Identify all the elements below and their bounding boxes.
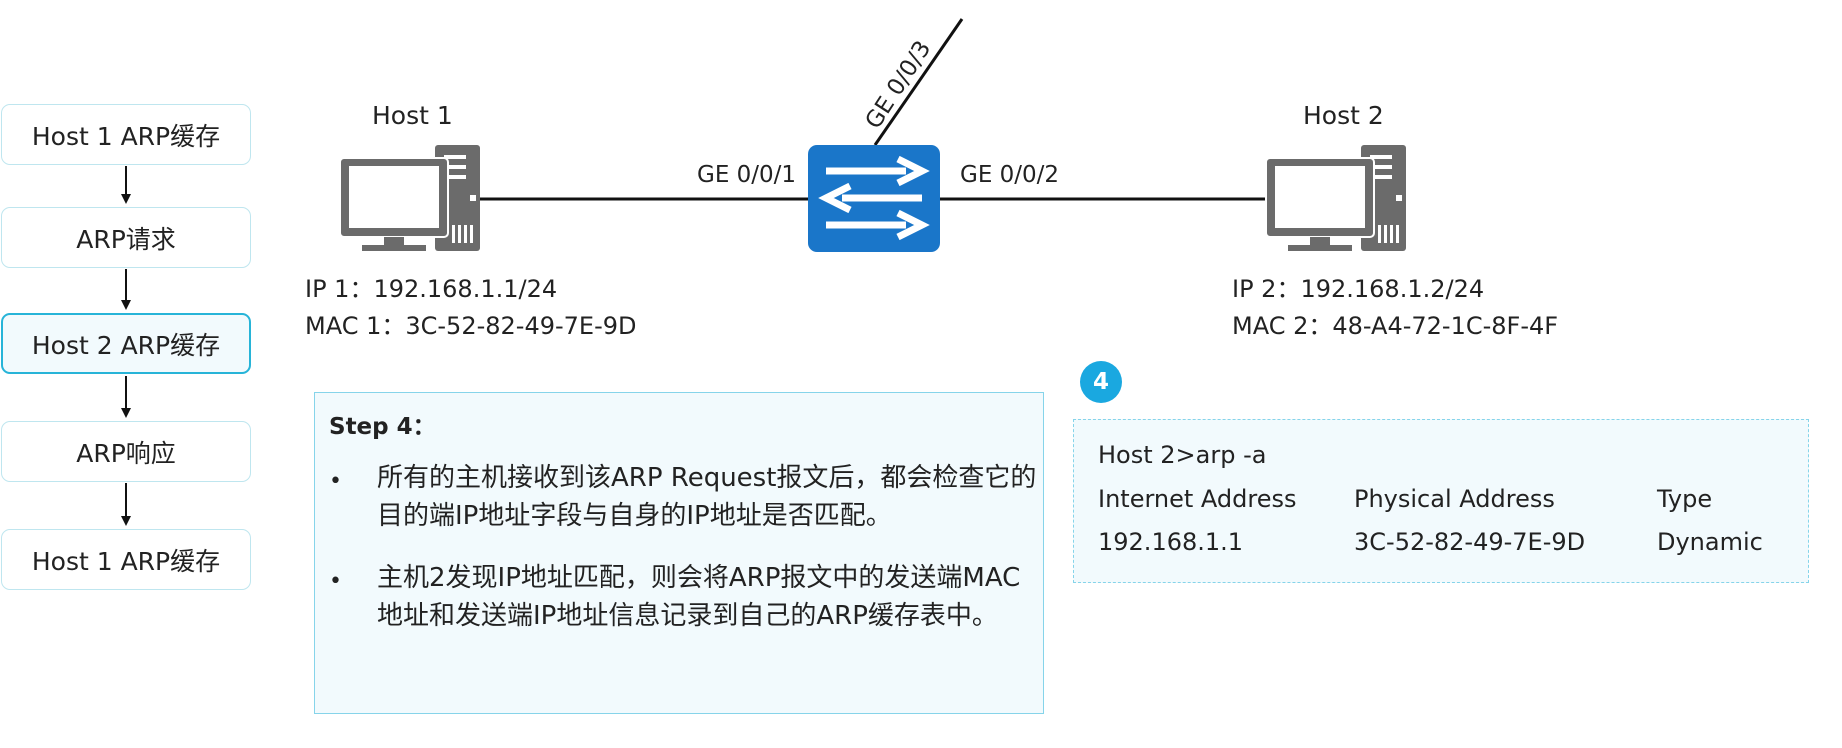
host1-ip: IP 1：192.168.1.1/24	[305, 275, 558, 303]
bullet-dot: •	[329, 569, 342, 594]
arp-header-type: Type	[1657, 485, 1713, 513]
flow-step-label: ARP响应	[76, 438, 176, 468]
computer-icon	[339, 145, 480, 251]
flow-step-host1-arp-cache-final: Host 1 ARP缓存	[1, 529, 251, 590]
flow-step-arp-reply: ARP响应	[1, 421, 251, 482]
step-bullet-1: 所有的主机接收到该ARP Request报文后，都会检查它的目的端IP地址字段与…	[377, 463, 1037, 531]
step-description-box: Step 4： • 所有的主机接收到该ARP Request报文后，都会检查它的…	[314, 392, 1044, 714]
arp-header-physical-address: Physical Address	[1354, 485, 1555, 513]
computer-icon	[1265, 145, 1406, 251]
host2-address-info: IP 2：192.168.1.2/24 MAC 2：48-A4-72-1C-8F…	[1232, 271, 1558, 345]
port-label-ge-0-0-1: GE 0/0/1	[697, 162, 797, 188]
arp-header-internet-address: Internet Address	[1098, 485, 1297, 513]
flow-step-arp-request: ARP请求	[1, 207, 251, 268]
port-label-ge-0-0-2: GE 0/0/2	[960, 162, 1060, 188]
network-links	[480, 18, 1268, 201]
step-bullet-2: 主机2发现IP地址匹配，则会将ARP报文中的发送端MAC地址和发送端IP地址信息…	[377, 563, 1021, 631]
arp-command: Host 2>arp -a	[1098, 441, 1267, 469]
flow-step-label: Host 1 ARP缓存	[31, 546, 221, 576]
arp-row-internet-address: 192.168.1.1	[1098, 528, 1244, 556]
flow-step-label: Host 2 ARP缓存	[31, 330, 221, 360]
flow-step-label: Host 1 ARP缓存	[31, 121, 221, 151]
arp-cache-table: Host 2>arp -a Internet Address Physical …	[1073, 419, 1809, 583]
arp-row-physical-address: 3C-52-82-49-7E-9D	[1354, 528, 1586, 556]
host1-title: Host 1	[372, 101, 453, 130]
step-number-badge: 4	[1080, 361, 1122, 403]
flow-step-host1-arp-cache: Host 1 ARP缓存	[1, 104, 251, 165]
host2-title: Host 2	[1303, 101, 1384, 130]
host1-mac: MAC 1：3C-52-82-49-7E-9D	[305, 312, 637, 340]
host1-address-info: IP 1：192.168.1.1/24 MAC 1：3C-52-82-49-7E…	[305, 271, 637, 345]
bullet-dot: •	[329, 469, 342, 494]
step-title: Step 4：	[329, 414, 436, 440]
arp-row-type: Dynamic	[1657, 528, 1763, 556]
switch-icon	[808, 145, 940, 252]
flow-step-label: ARP请求	[76, 224, 176, 254]
flow-step-host2-arp-cache: Host 2 ARP缓存	[1, 313, 251, 374]
host2-ip: IP 2：192.168.1.2/24	[1232, 275, 1485, 303]
host2-mac: MAC 2：48-A4-72-1C-8F-4F	[1232, 312, 1559, 340]
